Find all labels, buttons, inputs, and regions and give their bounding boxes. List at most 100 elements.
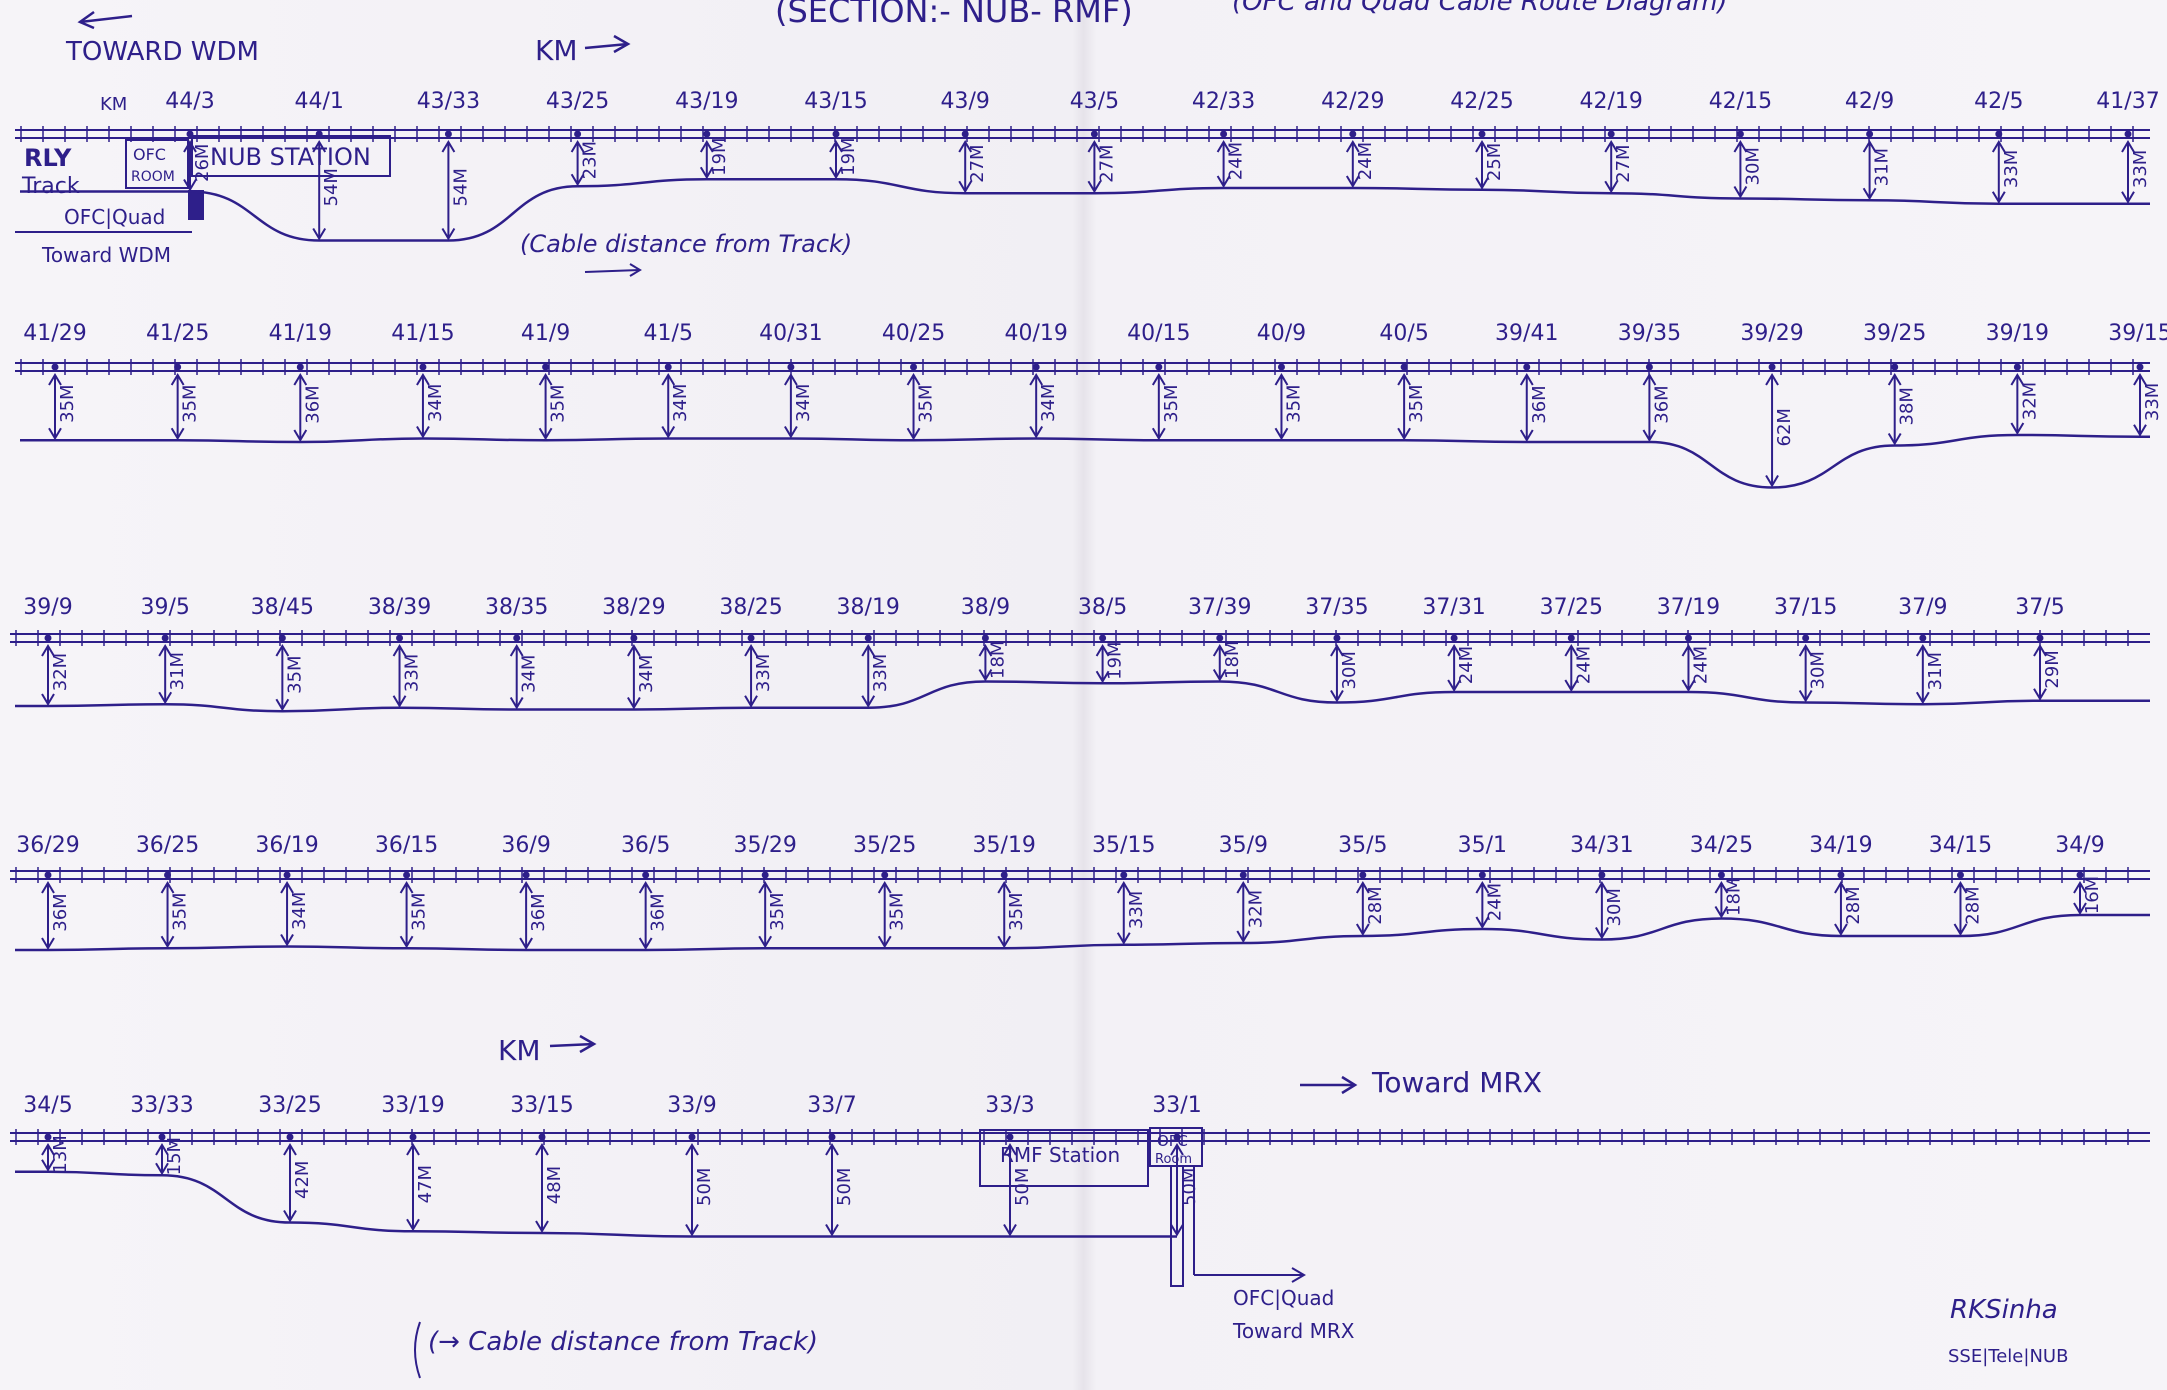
- km-post-dot: [688, 1133, 696, 1141]
- distance-arrowhead-top: [784, 373, 798, 386]
- km-post-dot: [1837, 871, 1845, 879]
- km-post-dot: [1598, 871, 1606, 879]
- track-sleepers: [20, 359, 2134, 375]
- distance-arrowhead-bottom: [825, 1223, 839, 1237]
- distance-arrowhead-bottom: [1029, 425, 1044, 439]
- distance-label: 48M: [544, 1166, 565, 1204]
- km-post-dot: [1277, 363, 1285, 371]
- distance-arrowhead-top: [2073, 881, 2087, 894]
- distance-label: 24M: [1456, 646, 1477, 684]
- distance-label: 28M: [1365, 886, 1386, 924]
- km-post-dot: [981, 634, 989, 642]
- km-post-dot: [1216, 634, 1224, 642]
- distance-label: 50M: [834, 1168, 855, 1206]
- km-post-dot: [1567, 634, 1575, 642]
- distance-arrowhead-top: [2133, 373, 2147, 386]
- distance-arrowhead-bottom: [41, 693, 55, 706]
- km-marker-label: 36/5: [621, 833, 670, 858]
- km-post-dot: [761, 871, 769, 879]
- toward-left-arrow: [79, 14, 133, 24]
- cable-route-line: [20, 177, 2150, 242]
- distance-arrowhead-bottom: [519, 937, 533, 950]
- distance-label: 24M: [1226, 142, 1247, 180]
- ofc-quad-label: OFC|Quad: [64, 205, 165, 229]
- track-sleepers: [20, 126, 2134, 142]
- km-marker-label: 38/5: [1078, 595, 1127, 620]
- km-marker-label: 36/15: [375, 833, 438, 858]
- distance-arrowhead-bottom: [535, 1220, 549, 1233]
- distance-arrowhead-top: [1475, 881, 1490, 894]
- distance-label: 30M: [1808, 651, 1829, 689]
- track-sleepers: [15, 867, 2129, 883]
- distance-label: 33M: [870, 654, 891, 692]
- distance-arrowhead-bottom: [160, 935, 175, 949]
- distance-label: 35M: [548, 384, 569, 422]
- distance-arrowhead-bottom: [699, 166, 714, 180]
- distance-label: 50M: [694, 1168, 715, 1206]
- distance-label: 36M: [50, 893, 71, 931]
- distance-label: 35M: [767, 892, 788, 930]
- distance-label: 34M: [425, 384, 446, 422]
- distance-label: 27M: [967, 144, 988, 182]
- distance-arrowhead-bottom: [2133, 424, 2147, 437]
- km-post-dot: [1239, 871, 1247, 879]
- distance-arrowhead-top: [1216, 140, 1231, 153]
- distance-arrowhead-bottom: [416, 425, 430, 439]
- distance-arrowhead-top: [758, 881, 773, 894]
- km-marker-label: 40/19: [1004, 321, 1067, 346]
- km-direction-arrow-2: [549, 1042, 595, 1048]
- km-post-dot: [186, 130, 194, 138]
- distance-arrowhead-bottom: [275, 698, 290, 712]
- distance-label: 28M: [1962, 886, 1983, 924]
- km-post-dot: [1478, 130, 1486, 138]
- km-marker-label: 33/1: [1152, 1093, 1201, 1118]
- distance-arrowhead-top: [1862, 140, 1877, 153]
- distance-arrowhead-top: [1642, 373, 1657, 386]
- toward-left-arrowhead: [77, 10, 95, 30]
- distance-arrowhead-bottom: [877, 935, 892, 949]
- distance-arrowhead-top: [170, 373, 185, 386]
- km-post-dot: [1220, 130, 1228, 138]
- distance-arrowhead-top: [1274, 373, 1289, 386]
- km-post-dot: [1173, 1133, 1181, 1141]
- km-post-dot: [296, 363, 304, 371]
- distance-arrowhead-bottom: [183, 178, 197, 192]
- distance-label: 13M: [50, 1135, 71, 1173]
- distance-label: 16M: [2082, 876, 2103, 914]
- km-post-dot: [664, 363, 672, 371]
- distance-arrowhead-bottom: [1355, 923, 1370, 936]
- distance-arrowhead-top: [1798, 644, 1813, 657]
- distance-arrowhead-top: [280, 881, 294, 894]
- distance-arrowhead-top: [627, 644, 641, 657]
- km-post-dot: [1645, 363, 1653, 371]
- distance-arrowhead-bottom: [570, 173, 585, 187]
- km-post-dot: [2013, 363, 2021, 371]
- toward-mrx-label: Toward MRX: [1371, 1066, 1542, 1099]
- km-marker-label: 37/39: [1188, 595, 1251, 620]
- distance-label: 35M: [1406, 384, 1427, 422]
- route-row: 39/932M39/531M38/4535M38/3933M38/3534M38…: [10, 595, 2150, 713]
- distance-label: 31M: [1872, 148, 1893, 186]
- km-post-dot: [2076, 871, 2084, 879]
- distance-label: 19M: [838, 137, 859, 175]
- distance-arrowhead-top: [41, 644, 55, 657]
- km-marker-label: 41/5: [644, 321, 693, 346]
- km-marker-label: 35/9: [1219, 833, 1268, 858]
- distance-arrowhead-top: [877, 881, 892, 894]
- distance-label: 34M: [793, 384, 814, 422]
- distance-label: 26M: [192, 144, 213, 182]
- km-marker-label: 41/19: [269, 321, 332, 346]
- km-marker-label: 42/25: [1450, 89, 1513, 114]
- distance-arrowhead-bottom: [2010, 422, 2025, 435]
- km-post-dot: [278, 634, 286, 642]
- distance-arrowhead-top: [1681, 644, 1696, 657]
- km-marker-label: 44/1: [294, 89, 343, 114]
- distance-arrowhead-top: [519, 881, 533, 894]
- km-post-dot: [1333, 634, 1341, 642]
- distance-label: 27M: [1096, 144, 1117, 182]
- distance-arrowhead-top: [1604, 140, 1619, 153]
- km-marker-label: 41/29: [23, 321, 86, 346]
- km-marker-label: 34/5: [23, 1093, 72, 1118]
- km-marker-label: 43/33: [417, 89, 480, 114]
